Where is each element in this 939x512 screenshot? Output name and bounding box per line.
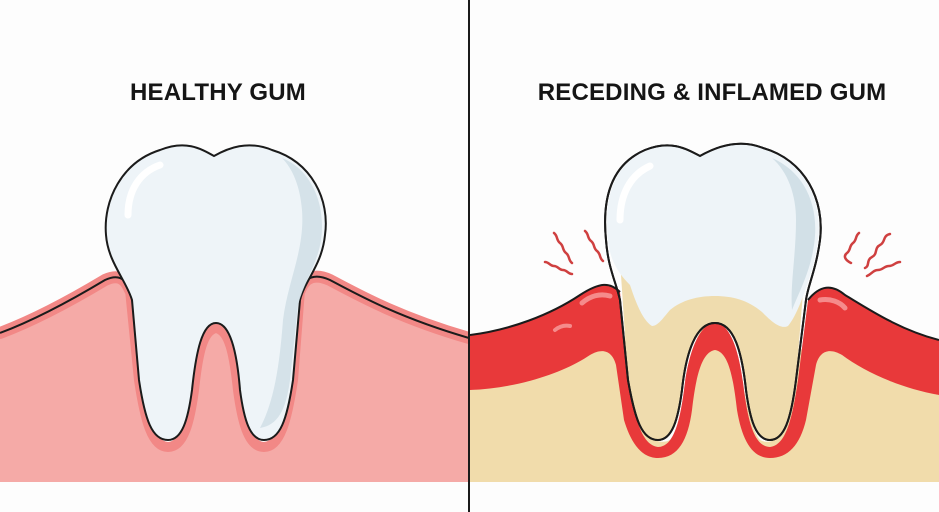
panel-divider [468, 0, 470, 512]
inflamed-gum [470, 284, 939, 458]
healthy-tooth-illustration [0, 144, 469, 482]
inflammation-lines-right-icon [843, 231, 902, 278]
receding-gum-title: RECEDING & INFLAMED GUM [537, 79, 887, 106]
receding-gum-panel: RECEDING & INFLAMED GUM [470, 0, 939, 512]
healthy-gum-panel: HEALTHY GUM [0, 0, 469, 512]
exposed-bone [470, 322, 939, 482]
healthy-tooth [104, 144, 327, 442]
receding-tooth-crown [607, 144, 819, 327]
inflammation-lines-left-icon [543, 229, 605, 276]
healthy-gum-title: HEALTHY GUM [130, 79, 306, 106]
receding-tooth-illustration [470, 142, 939, 482]
